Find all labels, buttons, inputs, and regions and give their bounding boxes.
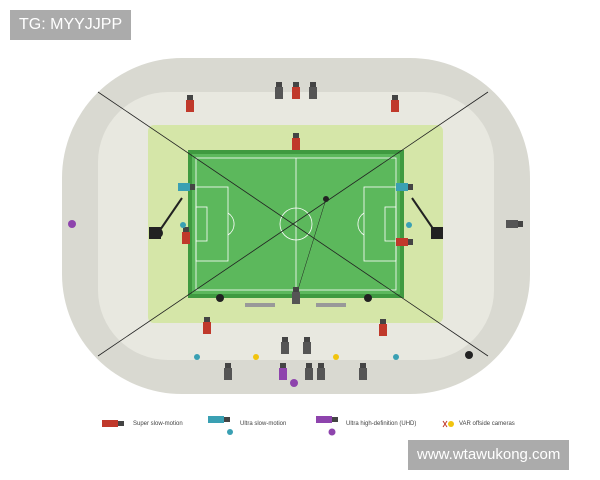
legend-ultra-slow-icon (208, 416, 224, 423)
super-slow-motion-cameras (182, 82, 413, 336)
ultra-slow-camera (194, 354, 200, 360)
standard-camera (275, 82, 283, 99)
standard-camera (506, 220, 523, 228)
super-slow-camera (292, 82, 300, 99)
super-slow-camera (186, 95, 194, 112)
ultra-slow-camera (180, 222, 186, 228)
super-slow-camera (379, 319, 387, 336)
var-offside-camera (253, 354, 259, 360)
pitchside-camera (364, 294, 372, 302)
standard-camera (305, 363, 313, 380)
legend-label-var: VAR offside cameras (459, 421, 515, 427)
legend-uhd-icon (316, 416, 332, 423)
standard-cameras (216, 82, 523, 380)
standard-camera (303, 337, 311, 354)
goal-line-rail (316, 303, 346, 307)
standard-camera (359, 363, 367, 380)
legend-label-ultra-slow: Ultra slow-motion (240, 421, 287, 427)
var-offside-cameras (253, 354, 339, 360)
super-slow-camera (203, 317, 211, 334)
ultra-slow-camera (393, 354, 399, 360)
super-slow-camera (396, 238, 413, 246)
standard-camera (317, 363, 325, 380)
standard-camera (465, 351, 473, 359)
standard-camera (292, 287, 300, 304)
pitch-lines (195, 157, 397, 291)
var-offside-camera (333, 354, 339, 360)
watermark-bottom: www.wtawukong.com (408, 440, 570, 470)
standard-camera (224, 363, 232, 380)
uhd-camera (68, 220, 76, 228)
legend (102, 416, 454, 436)
uhd-camera (290, 379, 298, 387)
spider-camera (323, 196, 329, 202)
ultra-slow-camera (406, 222, 412, 228)
standard-camera (281, 337, 289, 354)
ultra-slow-camera (178, 183, 195, 191)
super-slow-camera (182, 227, 190, 244)
uhd-camera (279, 363, 287, 380)
standard-camera (309, 82, 317, 99)
ultra-slow-camera (396, 183, 413, 191)
legend-super-slow-icon (102, 420, 118, 427)
uhd-cameras (68, 220, 298, 387)
super-slow-camera (292, 133, 300, 150)
goal-line-rail (245, 303, 275, 307)
crane-camera-left (149, 197, 183, 239)
camera-sight-lines (97, 91, 489, 357)
watermark-top: TG: MYYJJPP (10, 10, 132, 40)
crane-camera-right (411, 197, 443, 239)
ultra-slow-motion-cameras (178, 183, 413, 360)
super-slow-camera (391, 95, 399, 112)
legend-var-icon (448, 421, 454, 427)
pitchside-camera (216, 294, 224, 302)
legend-label-super-slow: Super slow-motion (133, 421, 183, 427)
legend-label-uhd: Ultra high-definition (UHD) (346, 421, 417, 427)
